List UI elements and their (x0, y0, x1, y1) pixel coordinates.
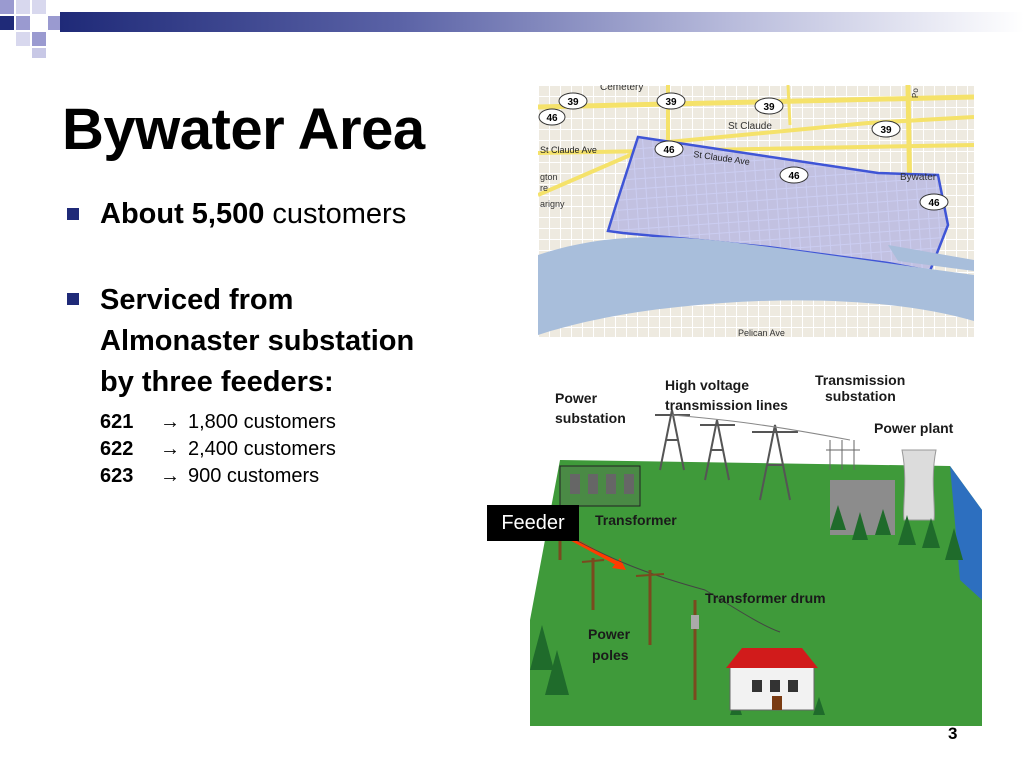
route-shield-39: 39 (558, 92, 588, 110)
map-label-cemetery: Cemetery (600, 85, 643, 93)
transmission-substation-icon (826, 440, 860, 470)
route-shield-46: 46 (654, 140, 684, 158)
label-transmission-substation-2: substation (825, 388, 896, 404)
power-distribution-diagram: Power substation High voltage transmissi… (530, 370, 982, 726)
feeder-list: 621 → 1,800 customers 622 → 2,400 custom… (100, 409, 492, 490)
svg-text:46: 46 (788, 171, 800, 182)
arrow-right-icon: → (160, 411, 180, 433)
bullet-customers: About 5,500 customers (62, 196, 492, 232)
route-shield-46: 46 (779, 166, 809, 184)
feeder-customers: 2,400 customers (188, 438, 336, 460)
feeder-id: 621 (100, 411, 134, 433)
square-bullet-icon (67, 208, 79, 220)
slide-title: Bywater Area (62, 97, 425, 162)
route-shield-39: 39 (871, 120, 901, 138)
water (950, 466, 982, 600)
house-icon (726, 648, 818, 711)
svg-text:46: 46 (928, 198, 940, 209)
route-shield-39: 39 (656, 92, 686, 110)
svg-text:46: 46 (546, 113, 558, 124)
map-label-re: re (540, 183, 548, 193)
map-label-arigny: arigny (540, 199, 565, 209)
arrow-right-icon: → (160, 465, 180, 487)
label-power-poles-1: Power (588, 626, 631, 642)
label-hv-lines-1: High voltage (665, 377, 749, 393)
feeder-customers: 900 customers (188, 465, 320, 487)
bywater-map: 39 39 39 39 46 46 46 46 Cemetery St Clau… (538, 85, 974, 337)
feeder-row: 623 → 900 customers (100, 463, 492, 490)
feeder-customers: 1,800 customers (188, 411, 336, 433)
bullet-list: About 5,500 customers Serviced from Almo… (62, 196, 492, 490)
route-shield-46: 46 (538, 108, 566, 126)
label-power-plant: Power plant (874, 420, 954, 436)
svg-text:39: 39 (880, 125, 892, 136)
label-power-substation-1: Power (555, 390, 598, 406)
transformer-drum-icon (691, 615, 699, 629)
arrow-right-icon: → (160, 438, 180, 460)
customer-label: customers (264, 198, 407, 230)
bullet-serviced: Serviced from Almonaster substation by t… (62, 280, 492, 490)
map-label-pelican: Pelican Ave (738, 328, 785, 337)
feeder-row: 622 → 2,400 customers (100, 436, 492, 463)
label-transformer-drum: Transformer drum (705, 590, 826, 606)
svg-text:46: 46 (663, 145, 675, 156)
route-shield-39: 39 (754, 97, 784, 115)
serviced-line-3: by three feeders: (100, 366, 334, 398)
square-bullet-icon (67, 293, 79, 305)
page-number: 3 (948, 724, 958, 743)
map-label-po: Po (911, 88, 920, 98)
serviced-line-1: Serviced from (100, 284, 294, 316)
header-gradient-bar (60, 12, 1024, 32)
feeder-arrow-icon (569, 536, 623, 568)
svg-text:39: 39 (763, 102, 775, 113)
feeder-id: 623 (100, 465, 134, 487)
transmission-tower-icon (655, 409, 798, 501)
label-transmission-substation-1: Transmission (815, 372, 905, 388)
label-power-substation-2: substation (555, 410, 626, 426)
label-power-poles-2: poles (592, 647, 629, 663)
map-label-st-claude: St Claude (728, 121, 772, 132)
svg-text:39: 39 (665, 97, 677, 108)
feeder-id: 622 (100, 438, 134, 460)
power-substation-icon (559, 465, 641, 507)
route-shield-46: 46 (919, 193, 949, 211)
serviced-line-2: Almonaster substation (100, 325, 415, 357)
customer-count: About 5,500 (100, 198, 265, 230)
bywater-highlight-area (608, 137, 948, 271)
map-label-bywater: Bywater (900, 172, 937, 183)
label-hv-lines-2: transmission lines (665, 397, 788, 413)
svg-text:39: 39 (567, 97, 579, 108)
trees (530, 505, 963, 715)
map-label-gton: gton (540, 172, 558, 182)
label-transformer: Transformer (595, 512, 677, 528)
feeder-row: 621 → 1,800 customers (100, 409, 492, 436)
feeder-callout: Feeder (487, 505, 579, 541)
corner-squares-decoration (0, 0, 62, 58)
river (538, 237, 974, 335)
map-label-st-claude-ave: St Claude Ave (540, 145, 597, 155)
